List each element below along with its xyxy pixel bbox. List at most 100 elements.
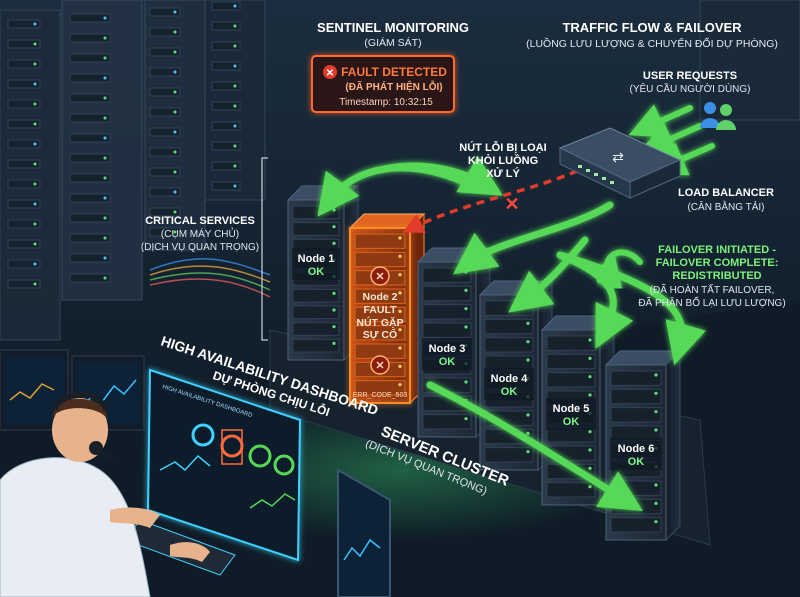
server-slot xyxy=(546,353,596,370)
server-slot xyxy=(610,407,662,423)
side-monitor xyxy=(337,468,391,597)
svg-text:✕: ✕ xyxy=(375,360,384,372)
critical-services-line2: (DỊCH VỤ QUAN TRỌNG) xyxy=(141,242,259,253)
bg-led xyxy=(33,202,37,206)
bg-server-slot xyxy=(69,213,111,223)
bg-led xyxy=(103,96,107,100)
bg-led xyxy=(103,76,107,80)
bg-led xyxy=(173,10,177,14)
server-slot xyxy=(546,335,596,351)
bg-server-slot xyxy=(7,59,41,69)
bg-led xyxy=(103,276,107,280)
server-slot xyxy=(610,498,662,515)
bg-led xyxy=(103,176,107,180)
users-icon xyxy=(700,102,736,130)
bg-server-slot xyxy=(69,33,111,43)
server-slot xyxy=(484,337,534,353)
bg-server-slot xyxy=(149,107,181,117)
cable-bundle xyxy=(149,258,271,298)
bg-server-slot xyxy=(69,193,111,203)
traffic-subtitle: (LUỒNG LƯU LƯỢNG & CHUYỂN ĐỔI DỰ PHÒNG) xyxy=(526,37,778,50)
failover-loop-arrow xyxy=(586,249,643,295)
bg-server-slot xyxy=(149,67,181,77)
bg-led xyxy=(173,110,177,114)
slot-led xyxy=(398,291,402,295)
slot-led xyxy=(654,373,658,377)
bg-led xyxy=(173,50,177,54)
bg-server-slot xyxy=(7,179,41,189)
bg-led xyxy=(173,70,177,74)
slot-led xyxy=(588,466,592,470)
slot-led xyxy=(332,341,336,345)
slot-led xyxy=(398,346,402,350)
fault-x-icon xyxy=(323,65,337,79)
bg-server-slot xyxy=(149,27,181,37)
blocked-path: ✕ xyxy=(402,163,591,233)
slot-led xyxy=(332,308,336,312)
server-slot xyxy=(292,205,340,220)
server-slot xyxy=(422,414,472,430)
bg-led xyxy=(173,190,177,194)
bg-led xyxy=(103,256,107,260)
failover-line3: REDISTRIBUTED xyxy=(672,270,761,282)
node-error-code: ERR_CODE_503 xyxy=(353,392,408,399)
slot-led xyxy=(588,356,592,360)
bg-led xyxy=(33,282,37,286)
bg-led xyxy=(233,184,237,188)
server-slot xyxy=(546,482,596,498)
bg-led xyxy=(33,102,37,106)
server-slot xyxy=(354,306,406,323)
server-slot xyxy=(610,517,662,533)
node-name: Node 3 xyxy=(429,343,466,355)
server-slot xyxy=(354,251,406,268)
bg-server-slot xyxy=(69,73,111,83)
arrow-to-node3 xyxy=(453,201,614,275)
slot-led xyxy=(332,291,336,295)
bg-led xyxy=(173,30,177,34)
node-label-bg xyxy=(484,368,534,400)
server-slot xyxy=(354,288,406,304)
fault-removed-line2: KHỎI LUỒNG xyxy=(468,154,538,167)
bg-led xyxy=(173,130,177,134)
load-balancer-ports xyxy=(578,165,614,184)
server-slot xyxy=(422,267,472,283)
slot-led xyxy=(654,501,658,505)
node-fault-note2: SỰ CỐ xyxy=(363,327,397,341)
node-name: Node 2 xyxy=(362,291,397,303)
bg-server-slot xyxy=(149,207,181,217)
node-status: OK xyxy=(563,416,580,428)
bg-server-slot xyxy=(69,273,111,283)
bg-server-slot xyxy=(149,87,181,97)
bg-server-slot xyxy=(149,227,181,237)
slot-led xyxy=(588,485,592,489)
server-slot xyxy=(422,304,472,320)
slot-led xyxy=(398,236,402,240)
operator-person xyxy=(0,391,210,597)
slot-led xyxy=(526,431,530,435)
node2-fault-glow xyxy=(349,227,411,404)
server-slot xyxy=(484,318,534,335)
bg-led xyxy=(233,164,237,168)
slot-led xyxy=(398,254,402,258)
node-fault-note1: NÚT GẶP xyxy=(356,316,403,329)
bg-server-slot xyxy=(7,99,41,109)
bg-server-slot xyxy=(69,173,111,183)
bg-led xyxy=(103,196,107,200)
server-slot xyxy=(610,388,662,405)
bg-led xyxy=(233,84,237,88)
switch-arrows-icon: ⇄ xyxy=(612,149,624,165)
bg-server-slot xyxy=(7,279,41,289)
bg-server-slot xyxy=(7,259,41,269)
blocked-x-icon: ✕ xyxy=(504,194,519,214)
slot-led xyxy=(588,338,592,342)
bg-server-slot xyxy=(211,1,241,11)
server-slot xyxy=(484,447,534,463)
slot-led xyxy=(526,358,530,362)
bg-led xyxy=(33,222,37,226)
bg-server-slot xyxy=(149,127,181,137)
node-label-bg xyxy=(610,438,662,470)
bg-server-slot xyxy=(149,147,181,157)
slot-led xyxy=(526,303,530,307)
